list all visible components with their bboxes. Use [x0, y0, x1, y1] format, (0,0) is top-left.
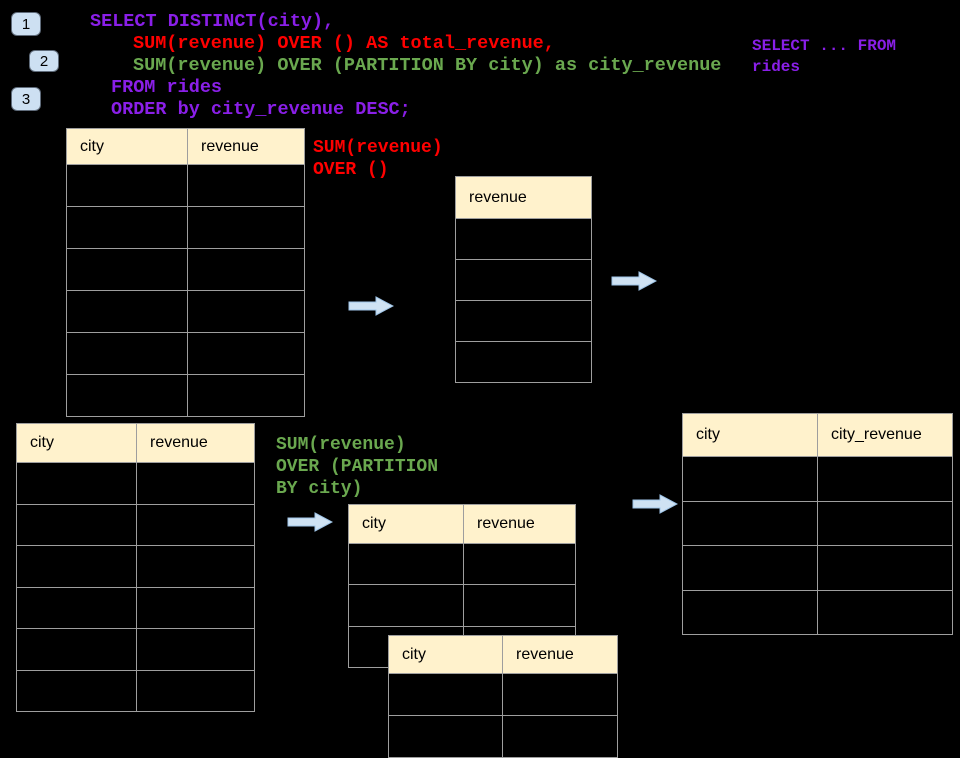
step-badge-2: 2: [29, 50, 59, 72]
column-header-city-revenue: city_revenue: [817, 413, 953, 457]
empty-cell: [187, 164, 305, 207]
label-partition-line-3: BY city): [276, 479, 363, 499]
column-header-city: city: [348, 504, 464, 544]
side-note-line-2: rides: [752, 58, 801, 76]
sql-line-from: FROM rides: [111, 77, 223, 98]
column-header-revenue: revenue: [136, 423, 255, 463]
arrow-right-icon: [611, 271, 657, 291]
empty-cell: [455, 300, 592, 342]
empty-cell: [817, 545, 953, 591]
empty-cell: [16, 545, 137, 588]
column-header-revenue: revenue: [455, 176, 592, 219]
empty-cell: [16, 669, 137, 712]
empty-cell: [388, 715, 503, 758]
sql-line-partition: SUM(revenue) OVER (PARTITION BY city) as…: [133, 55, 722, 76]
empty-cell: [16, 503, 137, 546]
label-partition-line-1: SUM(revenue): [276, 435, 406, 455]
empty-cell: [136, 669, 255, 712]
empty-cell: [187, 248, 305, 291]
column-header-city: city: [66, 128, 188, 165]
arrow-right-icon: [348, 296, 394, 316]
table-result-city-revenue: city city_revenue: [682, 413, 953, 635]
empty-cell: [16, 462, 137, 505]
empty-cell: [66, 374, 188, 417]
empty-cell: [682, 545, 818, 591]
table-partition-front: city revenue: [388, 635, 618, 758]
side-note-line-1: SELECT ... FROM: [752, 37, 897, 55]
label-total-line-1: SUM(revenue): [313, 138, 443, 158]
empty-cell: [187, 290, 305, 333]
empty-cell: [682, 500, 818, 546]
sql-line-total: SUM(revenue) OVER () AS total_revenue,: [133, 33, 555, 54]
empty-cell: [187, 374, 305, 417]
empty-cell: [502, 673, 618, 716]
sql-line-order: ORDER by city_revenue DESC;: [111, 99, 411, 120]
empty-cell: [455, 341, 592, 383]
arrow-right-icon: [287, 512, 333, 532]
empty-cell: [455, 218, 592, 260]
empty-cell: [16, 586, 137, 629]
empty-cell: [463, 542, 576, 586]
arrow-right-icon: [632, 494, 678, 514]
empty-cell: [136, 545, 255, 588]
empty-cell: [66, 248, 188, 291]
empty-cell: [16, 628, 137, 671]
empty-cell: [66, 290, 188, 333]
empty-cell: [682, 589, 818, 635]
empty-cell: [455, 259, 592, 301]
empty-cell: [502, 715, 618, 758]
empty-cell: [136, 462, 255, 505]
column-header-city: city: [682, 413, 818, 457]
empty-cell: [66, 206, 188, 249]
empty-cell: [388, 673, 503, 716]
empty-cell: [136, 628, 255, 671]
table-source-top: city revenue: [66, 128, 305, 417]
empty-cell: [817, 589, 953, 635]
empty-cell: [463, 584, 576, 627]
empty-cell: [66, 164, 188, 207]
empty-cell: [136, 503, 255, 546]
empty-cell: [66, 332, 188, 375]
label-total-line-2: OVER (): [313, 160, 389, 180]
label-partition-line-2: OVER (PARTITION: [276, 457, 439, 477]
empty-cell: [187, 332, 305, 375]
empty-cell: [817, 456, 953, 502]
step-badge-1: 1: [11, 12, 41, 36]
column-header-city: city: [388, 635, 503, 674]
column-header-city: city: [16, 423, 137, 463]
empty-cell: [136, 586, 255, 629]
empty-cell: [348, 584, 464, 627]
empty-cell: [682, 456, 818, 502]
column-header-revenue: revenue: [463, 504, 576, 544]
table-projection-revenue: revenue: [455, 176, 592, 383]
empty-cell: [817, 500, 953, 546]
table-source-bottom: city revenue: [16, 423, 255, 712]
column-header-revenue: revenue: [187, 128, 305, 165]
sql-line-select: SELECT DISTINCT(city),: [90, 11, 335, 32]
empty-cell: [187, 206, 305, 249]
column-header-revenue: revenue: [502, 635, 618, 674]
empty-cell: [348, 542, 464, 586]
step-badge-3: 3: [11, 87, 41, 111]
